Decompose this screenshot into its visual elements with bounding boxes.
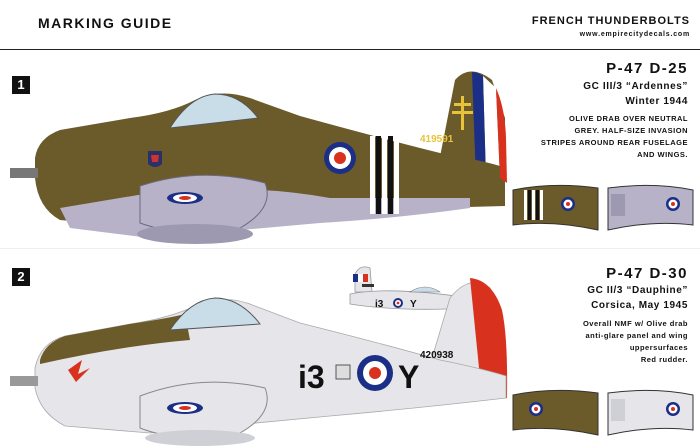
aircraft-2-reference-letter: Y <box>410 299 417 310</box>
aircraft-1-model: P-47 D-25 <box>606 60 688 77</box>
section-divider <box>0 248 700 249</box>
aircraft-1-unit: GC III/3 “Ardennes” <box>583 81 688 92</box>
aircraft-2-fuselage-roundel <box>357 355 393 391</box>
aircraft-1-profile: 419591 <box>10 71 507 244</box>
aircraft-2-spinner <box>10 376 38 386</box>
desc-line: and wings. <box>637 150 688 159</box>
desc-line: Overall NMF w/ Olive drab <box>582 319 688 328</box>
aircraft-1-date: Winter 1944 <box>625 96 688 107</box>
aircraft-2-date: Corsica, May 1945 <box>591 300 688 311</box>
aircraft-1-rudder-blue <box>472 72 486 180</box>
aircraft-1-serial: 419591 <box>420 134 454 145</box>
aircraft-1-wing-roundel <box>167 192 203 204</box>
desc-line: stripes around rear fuselage <box>540 138 688 147</box>
aircraft-2-model: P-47 D-30 <box>606 265 688 282</box>
aircraft-2-wing-detail-right <box>607 389 694 436</box>
desc-line: anti-glare panel and wing <box>585 331 688 340</box>
aircraft-1-canopy <box>169 93 259 129</box>
aircraft-2-wing-detail-left <box>512 389 599 436</box>
aircraft-2-reference-code: i3 <box>375 299 384 310</box>
profile-2-badge: 2 <box>12 268 30 286</box>
aircraft-1-drop-tank <box>137 224 253 244</box>
profile-1-badge: 1 <box>12 76 30 94</box>
aircraft-2-canopy <box>169 297 261 331</box>
header-url[interactable]: www.empirecitydecals.com <box>579 31 690 38</box>
aircraft-2-profile: i3 Y 420938 <box>10 278 508 446</box>
aircraft-1-rudder-red <box>496 88 507 183</box>
aircraft-1-rudder-white <box>483 76 500 178</box>
aircraft-2-wing-roundel <box>167 402 203 414</box>
aircraft-1-spinner <box>10 168 38 178</box>
header-left-title: MARKING GUIDE <box>38 15 173 31</box>
aircraft-1-wing-detail-left <box>512 184 599 231</box>
aircraft-2-antiglare-panel <box>40 314 190 364</box>
desc-line: Red rudder. <box>640 355 688 364</box>
aircraft-2-rudder <box>470 278 508 398</box>
aircraft-1-wing-detail-right <box>607 184 694 231</box>
aircraft-2-serial: 420938 <box>420 350 454 361</box>
aircraft-2-code-right: Y <box>398 359 419 395</box>
desc-line: Olive drab over neutral <box>568 114 688 123</box>
aircraft-2-fuselage <box>34 299 507 434</box>
aircraft-1-invasion-stripes <box>370 136 399 214</box>
aircraft-2-code-panel <box>335 364 351 380</box>
aircraft-1-cross-lorraine <box>452 96 473 130</box>
aircraft-1-fuselage-roundel <box>324 142 356 174</box>
aircraft-1-description: Olive drab over neutral grey. Half-size … <box>488 113 688 161</box>
aircraft-2-drop-tank <box>145 430 255 446</box>
aircraft-2-nose-emblem <box>68 360 90 382</box>
aircraft-1-unit-badge <box>148 151 162 167</box>
desc-line: grey. Half-size invasion <box>574 126 688 135</box>
header-right-title: FRENCH THUNDERBOLTS <box>531 15 690 27</box>
aircraft-2-description: Overall NMF w/ Olive drab anti-glare pan… <box>478 318 688 366</box>
aircraft-2-wing <box>139 381 268 438</box>
desc-line: uppersurfaces <box>629 343 688 352</box>
header-rule <box>0 49 700 50</box>
aircraft-2-unit: GC II/3 “Dauphine” <box>587 285 688 296</box>
aircraft-2-code-left: i3 <box>298 359 325 395</box>
